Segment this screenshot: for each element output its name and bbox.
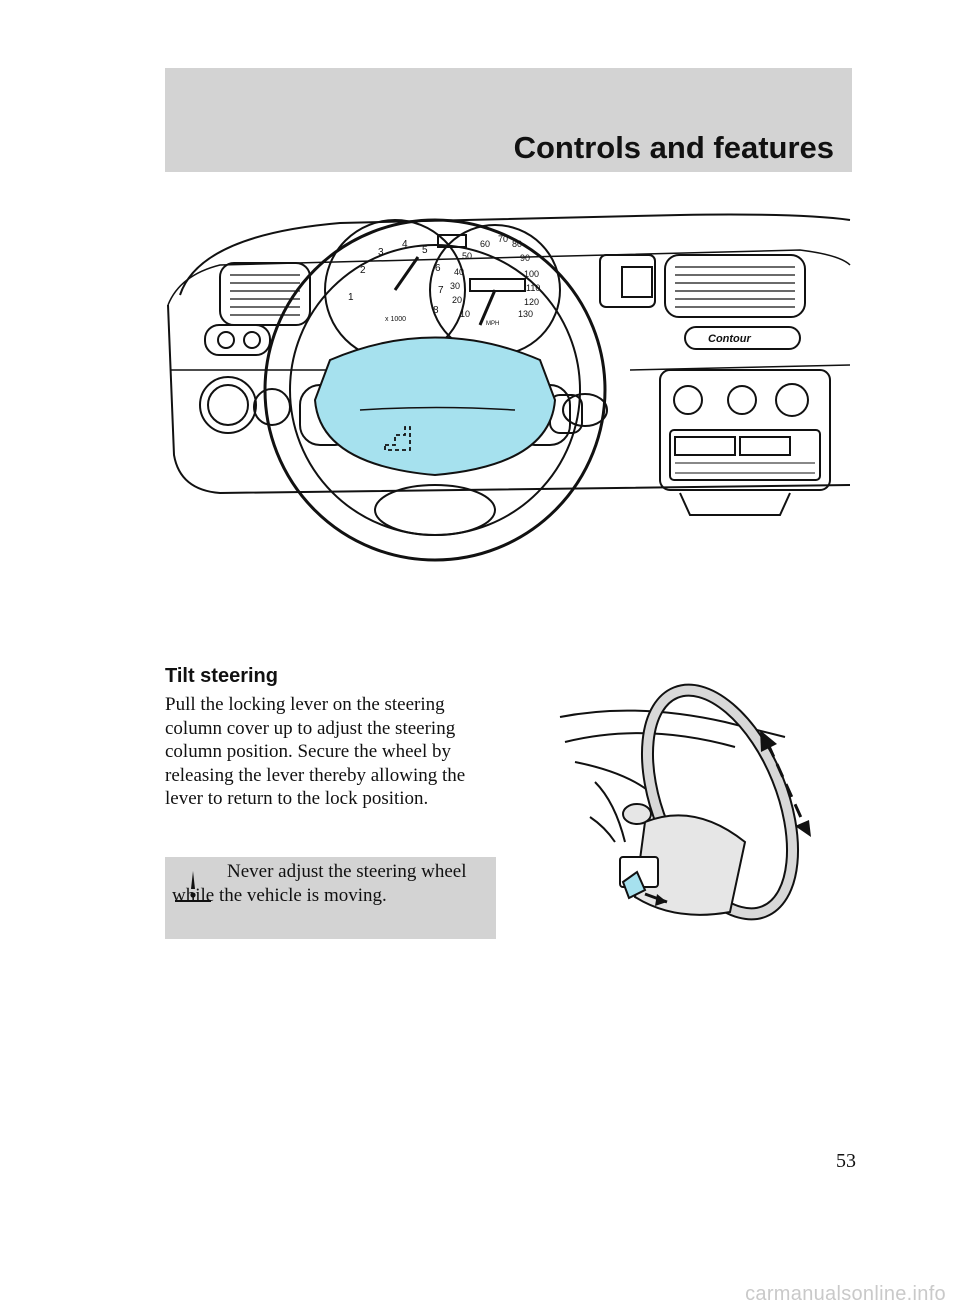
svg-text:80: 80 — [512, 239, 522, 249]
tilt-steering-illustration — [559, 683, 811, 921]
svg-text:4: 4 — [402, 239, 408, 250]
watermark[interactable]: carmanualsonline.info — [745, 1283, 946, 1305]
body-paragraph: Pull the locking lever on the steering c… — [165, 694, 466, 809]
svg-text:40: 40 — [454, 267, 464, 277]
warning-exclamation-icon — [175, 871, 211, 902]
svg-text:100: 100 — [524, 269, 539, 279]
svg-text:60: 60 — [480, 239, 490, 249]
svg-text:30: 30 — [450, 281, 460, 291]
svg-text:x 1000: x 1000 — [385, 316, 406, 323]
instrument-panel-illustration: 1 2 3 4 56 7 8 x 1000 60 70 80 50 90 40 100 30 11… — [167, 213, 851, 562]
svg-text:MPH: MPH — [486, 321, 499, 327]
svg-text:50: 50 — [462, 251, 472, 261]
svg-text:10: 10 — [460, 309, 470, 319]
page-title: Controls and features — [513, 130, 834, 165]
svg-text:8: 8 — [433, 305, 439, 316]
svg-text:Contour: Contour — [708, 333, 751, 345]
svg-text:7: 7 — [438, 285, 444, 296]
svg-text:3: 3 — [378, 247, 384, 258]
warning-box: Never adjust the steering wheel while th… — [165, 857, 496, 939]
page-number: 53 — [836, 1150, 856, 1172]
svg-text:5: 5 — [422, 245, 428, 256]
svg-text:6: 6 — [435, 263, 441, 274]
svg-text:1: 1 — [348, 292, 354, 303]
warning-text: Never adjust the steering wheel while th… — [172, 861, 467, 906]
header-band: Controls and features — [165, 68, 852, 172]
svg-text:130: 130 — [518, 309, 533, 319]
svg-text:110: 110 — [526, 283, 540, 293]
svg-text:90: 90 — [520, 253, 530, 263]
svg-text:120: 120 — [524, 297, 539, 307]
svg-text:70: 70 — [498, 234, 508, 244]
svg-text:2: 2 — [360, 265, 366, 276]
svg-text:20: 20 — [452, 295, 462, 305]
section-title: Tilt steering — [165, 665, 278, 687]
